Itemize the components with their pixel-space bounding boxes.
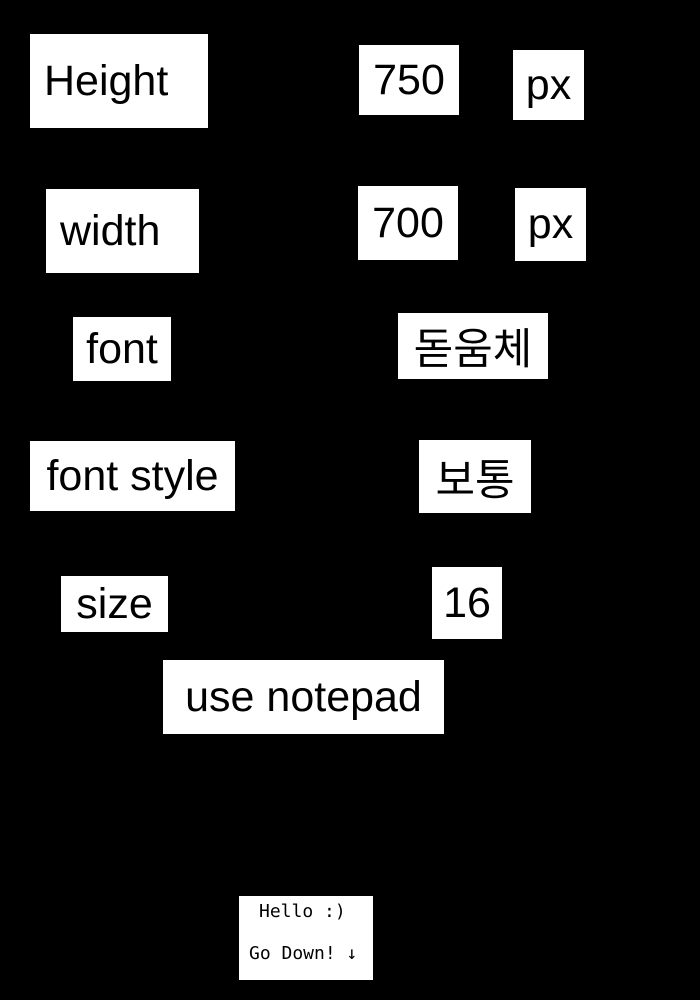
height-unit: px (513, 50, 584, 120)
height-value: 750 (359, 45, 459, 115)
note-go-down: Go Down! ↓ (249, 943, 358, 964)
width-unit: px (515, 188, 586, 261)
height-label: Height (30, 34, 208, 128)
font-style-value: 보통 (419, 440, 531, 513)
use-notepad-instruction: use notepad (163, 660, 444, 734)
note-greeting: Hello :) (259, 901, 346, 922)
width-label: width (46, 189, 199, 273)
width-value: 700 (358, 186, 458, 260)
hello-note: Hello :) Go Down! ↓ (239, 896, 373, 980)
size-value: 16 (432, 567, 502, 639)
font-label: font (73, 317, 171, 381)
size-label: size (61, 576, 168, 632)
font-style-label: font style (30, 441, 235, 511)
font-value: 돋움체 (398, 313, 548, 379)
